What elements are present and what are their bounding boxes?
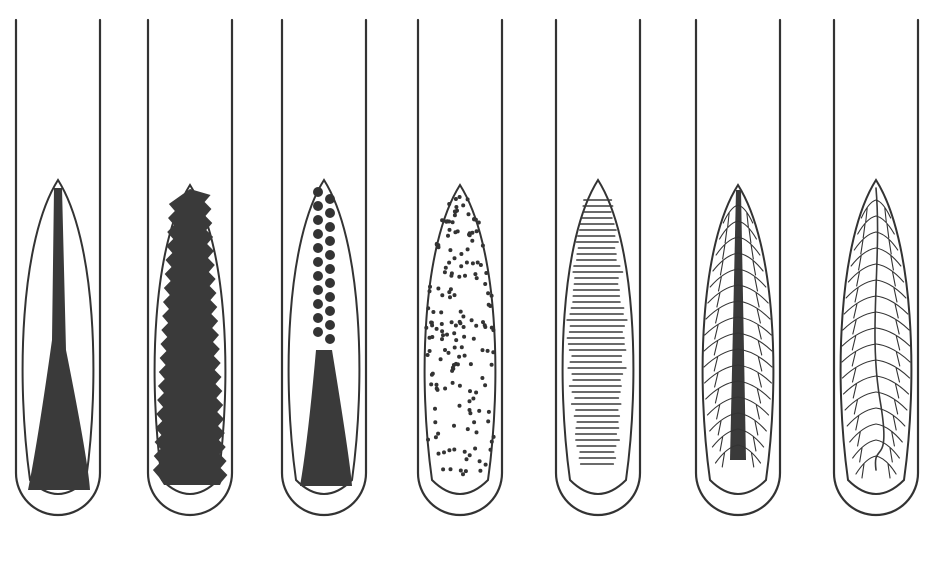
tube-2-echinulate (148, 20, 232, 515)
tube-4-effuse (418, 20, 502, 515)
tube-5-arborescent (556, 20, 640, 515)
slant-surface-outline (563, 180, 634, 494)
tube-7-rhizoid (834, 20, 918, 515)
slant-surface-outline (425, 185, 496, 494)
tube-1-filiform (16, 20, 100, 515)
tube-3-beaded (282, 20, 366, 515)
tube-6-rhizoid (696, 20, 780, 515)
slant-surface-outline (841, 180, 912, 494)
